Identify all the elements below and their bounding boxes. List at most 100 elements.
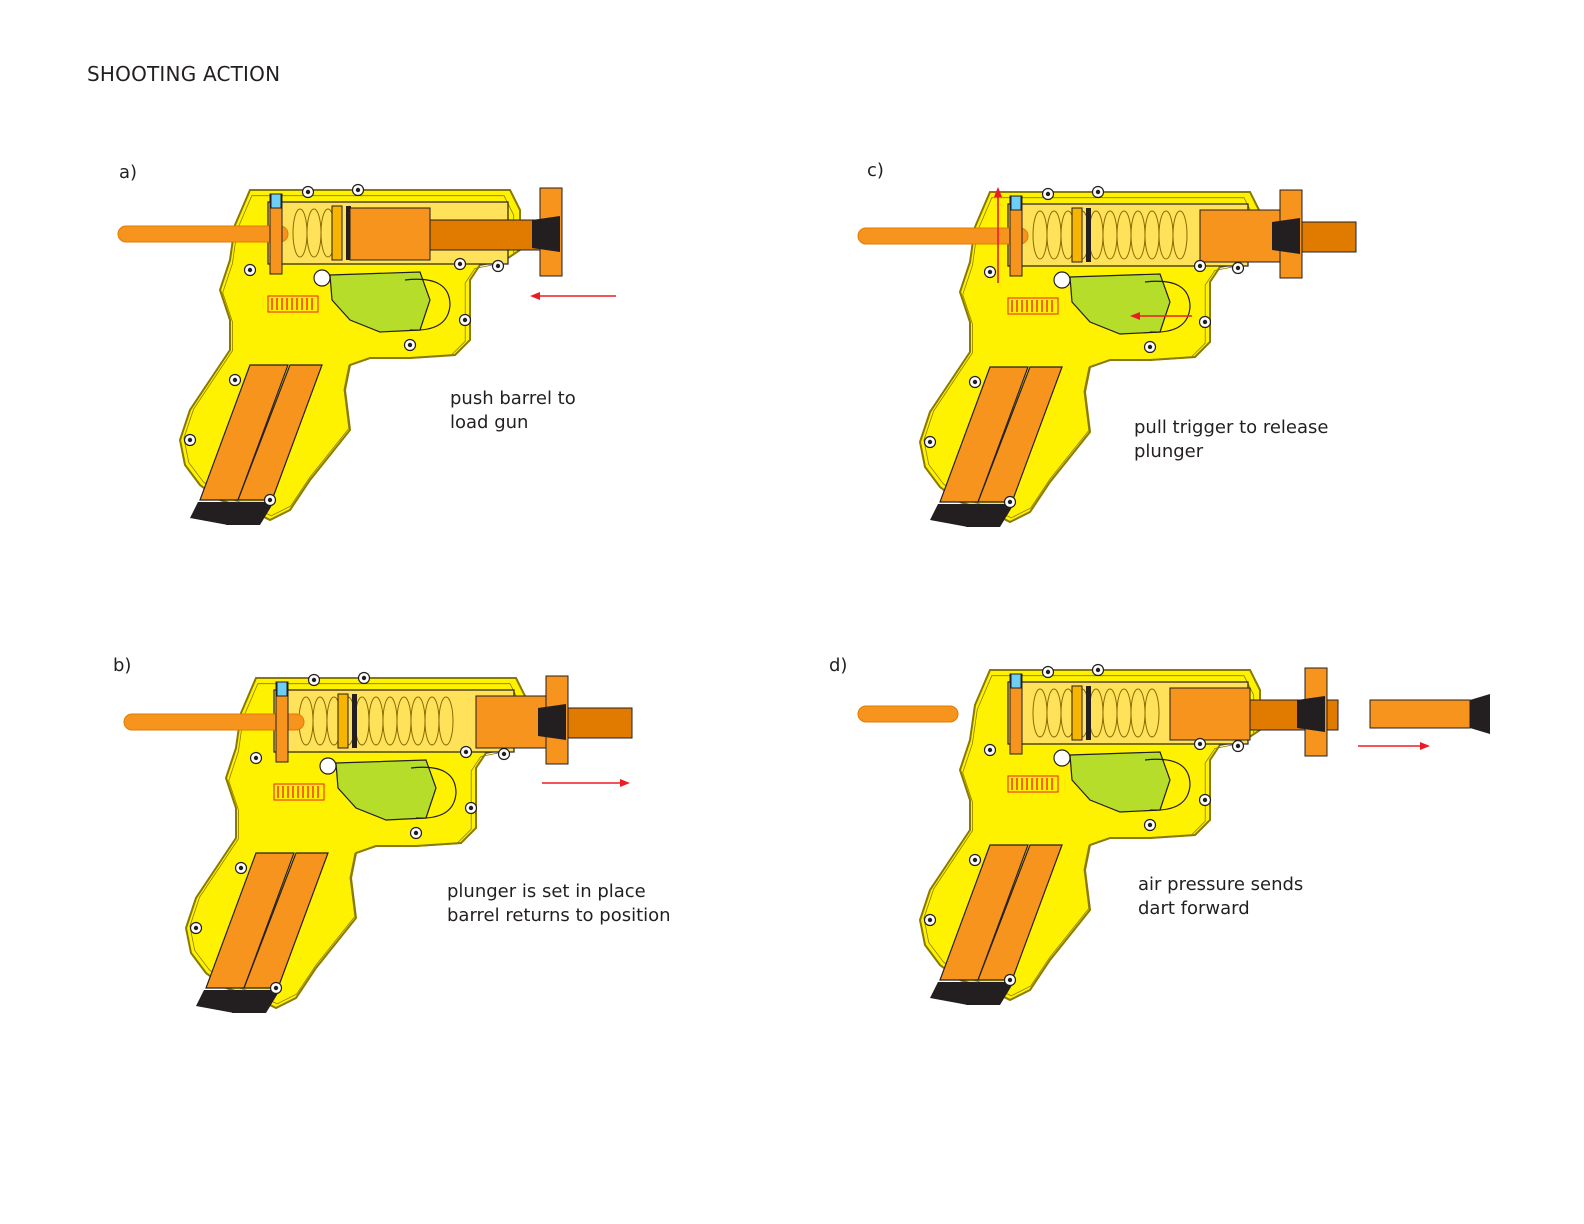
dart-rod xyxy=(123,713,305,731)
panel-d-caption-line2: dart forward xyxy=(1138,898,1250,919)
gun-body-group xyxy=(857,663,1490,1005)
magazine-tip-right xyxy=(226,502,274,525)
panel-a-label: a) xyxy=(119,162,138,183)
magazine-tip-right xyxy=(232,990,280,1013)
panel-b-caption-line1: plunger is set in place xyxy=(447,881,646,902)
dart-rod xyxy=(857,705,959,723)
screw-center xyxy=(311,677,317,683)
screw-center xyxy=(253,755,259,761)
screw-center xyxy=(1197,741,1203,747)
panel-a-caption-line1: push barrel to xyxy=(450,388,576,409)
panel-c-label: c) xyxy=(867,160,884,181)
dart-tip xyxy=(1470,694,1490,734)
barrel-tube xyxy=(429,219,551,251)
plunger-head xyxy=(337,693,349,749)
trigger-guard xyxy=(404,278,451,331)
screw-center xyxy=(1202,319,1208,325)
panel-c-vertical-arrow-icon xyxy=(994,187,1002,283)
screw-center xyxy=(1007,499,1013,505)
frame-inner-line xyxy=(923,675,1255,997)
screw-center xyxy=(407,342,413,348)
trigger-guard xyxy=(1144,758,1191,811)
plunger-seal xyxy=(352,694,357,748)
plunger-seal xyxy=(346,206,351,260)
plunger-seal xyxy=(1086,208,1091,262)
trigger-assembly xyxy=(1069,751,1171,813)
plunger-head xyxy=(1071,685,1083,741)
gun-body-group xyxy=(857,185,1357,527)
spring-coil xyxy=(438,696,454,746)
screw-center xyxy=(1007,977,1013,983)
magazine-tip-left xyxy=(930,982,978,1005)
panel-c-caption: pull trigger to release plunger xyxy=(1134,416,1329,464)
screw-center xyxy=(1095,667,1101,673)
frame-inner-line xyxy=(183,195,515,517)
barrel-muzzle xyxy=(1272,218,1300,254)
screw-center xyxy=(1045,669,1051,675)
panel-a-caption: push barrel to load gun xyxy=(450,387,576,435)
plunger-head xyxy=(331,205,343,261)
screw-center xyxy=(413,830,419,836)
trigger-guard xyxy=(410,766,457,819)
barrel-muzzle xyxy=(532,216,560,252)
magazine-tip-left xyxy=(190,502,238,525)
frame-inner-line xyxy=(189,683,521,1005)
screw-center xyxy=(247,267,253,273)
trigger-spring xyxy=(1007,297,1059,315)
catch-latch-cap xyxy=(1010,195,1022,211)
panel-d-arrow-icon xyxy=(1358,742,1430,750)
screw-center xyxy=(501,751,507,757)
screw-center xyxy=(972,379,978,385)
barrel-muzzle xyxy=(538,704,566,740)
panel-d-label: d) xyxy=(829,655,848,676)
screw-center xyxy=(232,377,238,383)
screw-center xyxy=(273,985,279,991)
spring-coil xyxy=(1172,210,1188,260)
screw-center xyxy=(987,747,993,753)
magazine-tip-right xyxy=(966,504,1014,527)
screw-center xyxy=(463,749,469,755)
trigger-pivot-icon xyxy=(1053,271,1071,289)
panel-c-arrow-icon xyxy=(1130,312,1192,320)
screw-center xyxy=(238,865,244,871)
panel-d-gun-diagram xyxy=(857,663,1490,1005)
screw-center xyxy=(355,187,361,193)
panel-c-gun-diagram xyxy=(857,185,1357,527)
screw-center xyxy=(1235,265,1241,271)
barrel-muzzle xyxy=(1297,696,1325,732)
screw-center xyxy=(987,269,993,275)
trigger-spring xyxy=(273,783,325,801)
screw-center xyxy=(193,925,199,931)
panel-c-caption-line1: pull trigger to release xyxy=(1134,417,1329,438)
screw-center xyxy=(1095,189,1101,195)
trigger-guard xyxy=(1144,280,1191,333)
page-title: SHOOTING ACTION xyxy=(87,62,281,86)
screw-center xyxy=(927,439,933,445)
screw-center xyxy=(457,261,463,267)
trigger-assembly xyxy=(335,759,437,821)
panel-b-label: b) xyxy=(113,655,132,676)
screw-center xyxy=(495,263,501,269)
screw-center xyxy=(468,805,474,811)
trigger-pivot-icon xyxy=(1053,749,1071,767)
catch-latch-cap xyxy=(276,681,288,697)
screw-center xyxy=(1147,344,1153,350)
panel-b-caption-line2: barrel returns to position xyxy=(447,905,671,926)
screw-center xyxy=(462,317,468,323)
plunger-tube xyxy=(1169,687,1251,741)
plunger-tube xyxy=(1199,209,1281,263)
screw-center xyxy=(187,437,193,443)
plunger-head xyxy=(1071,207,1083,263)
gun-body-group xyxy=(117,183,563,525)
trigger-pivot-icon xyxy=(319,757,337,775)
trigger-assembly xyxy=(329,271,431,333)
panel-a-gun-diagram xyxy=(117,183,563,525)
panel-a-caption-line2: load gun xyxy=(450,412,529,433)
screw-center xyxy=(927,917,933,923)
gun-body-group xyxy=(123,671,633,1013)
panel-b-arrow-icon xyxy=(542,779,630,787)
plunger-seal xyxy=(1086,686,1091,740)
trigger-spring xyxy=(1007,775,1059,793)
barrel-tube xyxy=(555,707,633,739)
screw-center xyxy=(267,497,273,503)
